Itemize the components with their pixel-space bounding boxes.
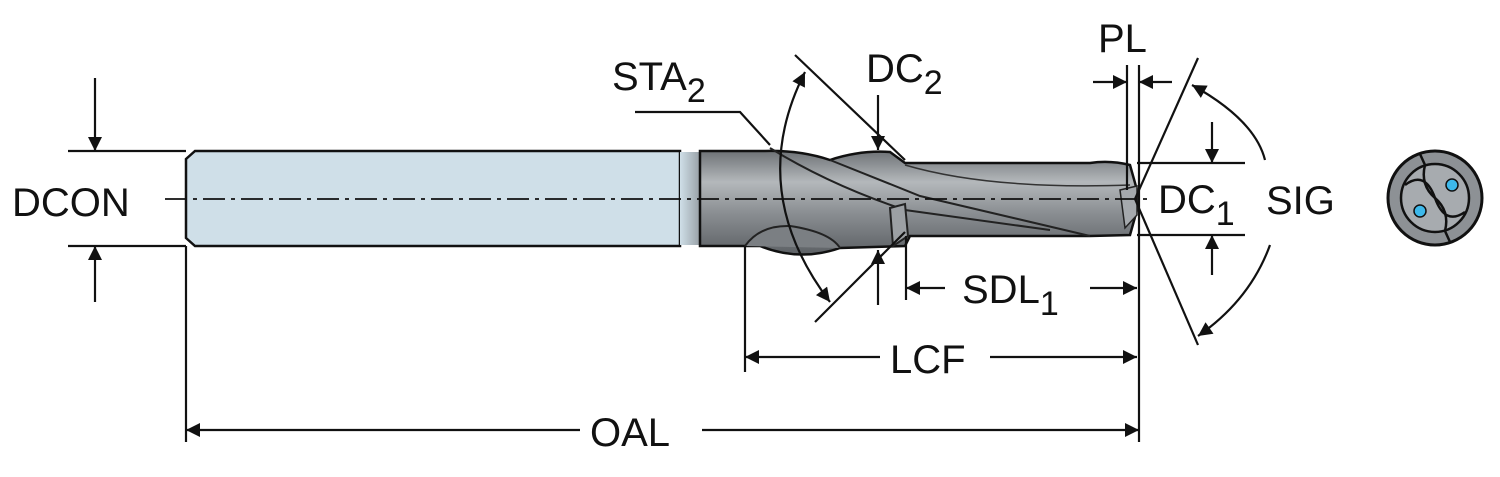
lcf-label: LCF (890, 338, 966, 382)
oal-label: OAL (590, 411, 670, 455)
sta2-dimension: STA2 (612, 54, 906, 323)
sdl1-dimension: SDL1 (904, 236, 1137, 323)
sdl1-label: SDL1 (962, 268, 1059, 323)
pl-label: PL (1098, 17, 1147, 61)
sig-label: SIG (1266, 179, 1335, 223)
dc1-dimension: DC1 (1137, 122, 1245, 275)
dcon-label: DCON (12, 181, 130, 225)
dc2-label: DC2 (866, 47, 943, 102)
dc1-label: DC1 (1158, 178, 1235, 233)
sig-dimension: SIG (1133, 57, 1335, 346)
drill-end-view (1386, 149, 1484, 247)
drill-body (698, 147, 1139, 256)
coolant-hole (1413, 204, 1427, 218)
dcon-dimension: DCON (12, 78, 186, 302)
dc2-dimension: DC2 (866, 47, 943, 305)
sta2-label: STA2 (612, 55, 706, 110)
oal-dimension: OAL (184, 246, 1139, 455)
lcf-dimension: LCF (743, 246, 1137, 382)
coolant-hole (1445, 178, 1459, 192)
pl-dimension: PL (1093, 17, 1172, 442)
